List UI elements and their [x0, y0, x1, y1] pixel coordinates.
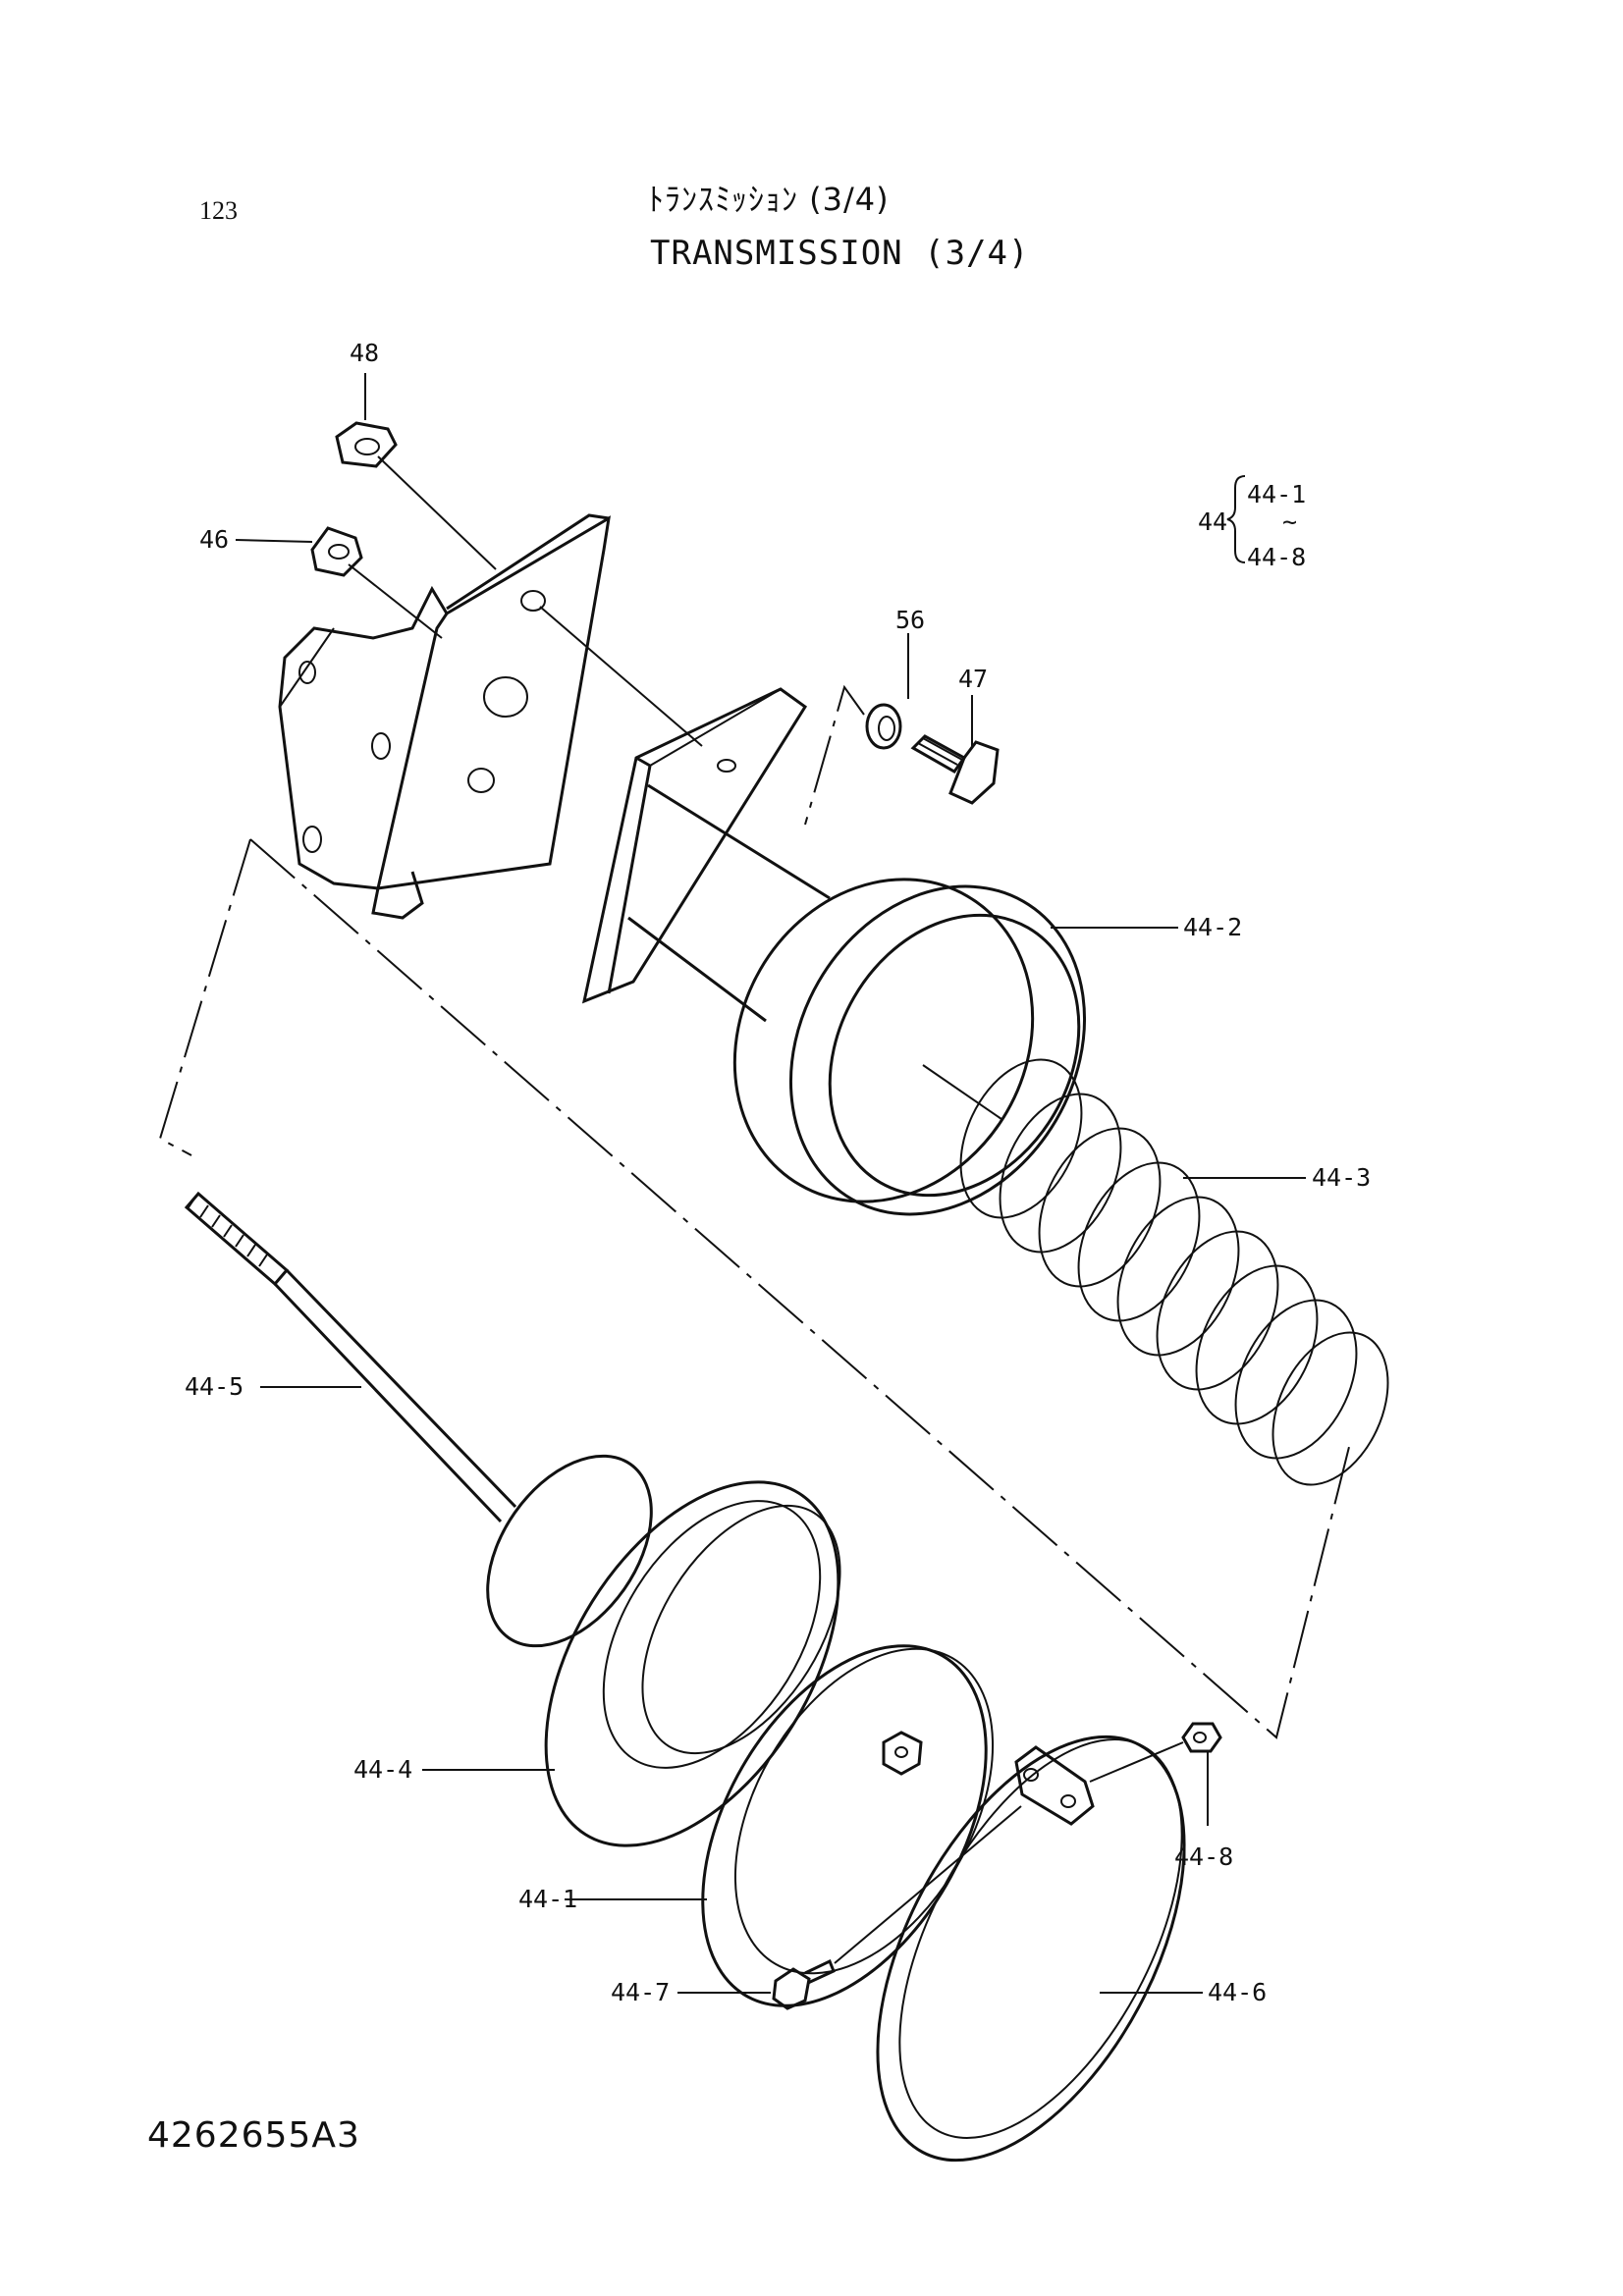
assembly-brace: [1226, 475, 1246, 563]
part-44-4-cup: 44-4: [353, 1480, 841, 1847]
callout-56: 56: [895, 606, 925, 634]
reference-line-main: [249, 838, 1351, 1739]
part-48-nut: 48: [335, 339, 497, 570]
part-44-6-clamp: 44-6: [876, 1735, 1267, 2163]
callout-44-1: 44-1: [518, 1885, 577, 1913]
callout-44-4: 44-4: [353, 1755, 412, 1784]
callout-46: 46: [199, 525, 229, 554]
page-number: 123: [199, 196, 238, 225]
document-code: 4262655A3: [147, 2115, 360, 2156]
title-english: TRANSMISSION (3/4): [650, 234, 1030, 273]
part-44-3-spring: 44-3: [959, 1058, 1389, 1486]
assembly-tilde: ~: [1282, 507, 1297, 536]
reference-line-bolt: [804, 684, 865, 826]
part-44-7-bolt: 44-7: [611, 1805, 1022, 2010]
part-56-washer: 56: [865, 606, 925, 750]
callout-44-6: 44-6: [1208, 1978, 1267, 2006]
part-47-bolt: 47: [910, 665, 1000, 805]
assembly-from-label: 44-1: [1247, 480, 1306, 508]
part-44-5-rod: 44-5: [184, 1191, 653, 1648]
callout-44-2: 44-2: [1183, 913, 1242, 941]
title-japanese: ﾄﾗﾝｽﾐｯｼｮﾝ (3/4): [648, 181, 890, 218]
assembly-parent-label: 44: [1198, 507, 1227, 536]
reference-line-left: [158, 838, 251, 1156]
part-44-1-plate: 44-1: [518, 1644, 995, 2007]
callout-44-5: 44-5: [185, 1372, 243, 1401]
assembly-note: 44 44-1 ~ 44-8: [1198, 475, 1306, 571]
part-44-8-nut: 44-8: [1089, 1722, 1233, 1871]
assembly-to-label: 44-8: [1247, 543, 1306, 571]
callout-44-7: 44-7: [611, 1978, 670, 2006]
mounting-bracket: [278, 513, 703, 920]
callout-47: 47: [958, 665, 988, 693]
callout-48: 48: [350, 339, 379, 367]
callout-44-3: 44-3: [1312, 1163, 1371, 1192]
part-44-2-housing: 44-2: [581, 687, 1242, 1216]
part-46-nut: 46: [199, 525, 443, 639]
